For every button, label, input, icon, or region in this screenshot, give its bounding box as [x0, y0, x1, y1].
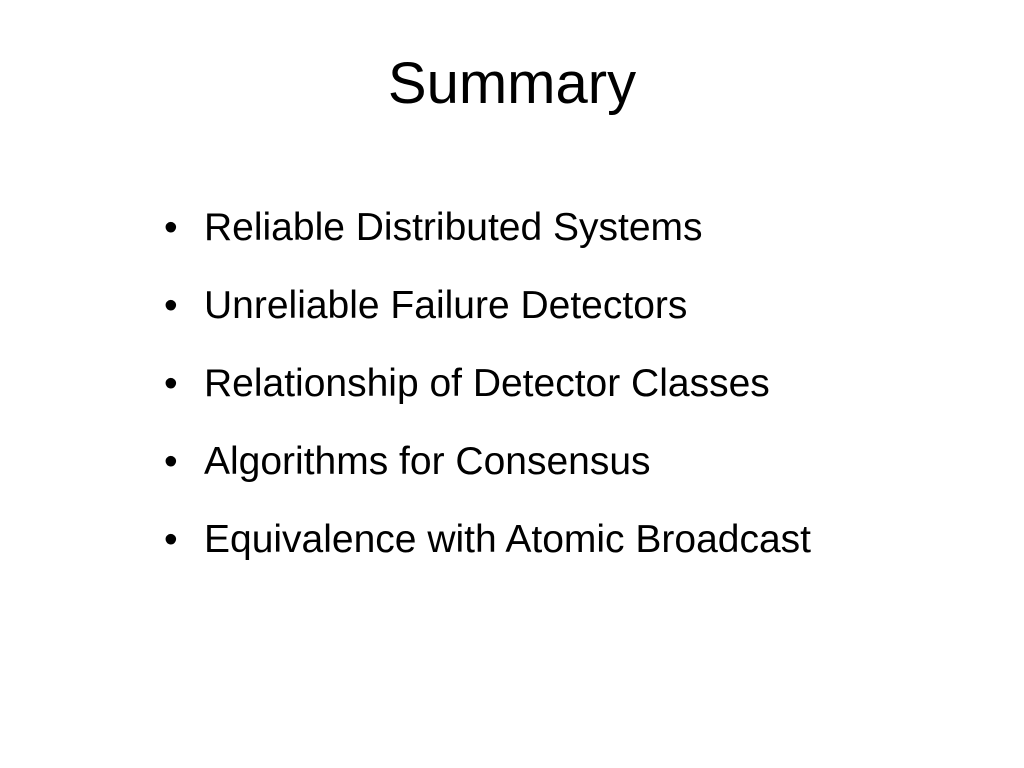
bullet-item-algorithms-for-consensus: • Algorithms for Consensus [164, 430, 811, 508]
bullet-text: Algorithms for Consensus [204, 440, 651, 483]
bullet-text: Equivalence with Atomic Broadcast [204, 518, 811, 561]
bullet-icon: • [164, 206, 178, 249]
bullet-item-reliable-distributed-systems: • Reliable Distributed Systems [164, 196, 811, 274]
bullet-list: • Reliable Distributed Systems • Unrelia… [164, 196, 811, 586]
bullet-text: Reliable Distributed Systems [204, 206, 703, 249]
bullet-icon: • [164, 440, 178, 483]
bullet-text: Relationship of Detector Classes [204, 362, 770, 405]
bullet-text: Unreliable Failure Detectors [204, 284, 688, 327]
slide-title: Summary [387, 51, 637, 116]
bullet-item-relationship-of-detector-classes: • Relationship of Detector Classes [164, 352, 811, 430]
bullet-icon: • [164, 518, 178, 561]
bullet-icon: • [164, 284, 178, 327]
bullet-icon: • [164, 362, 178, 405]
bullet-item-equivalence-with-atomic-broadcast: • Equivalence with Atomic Broadcast [164, 508, 811, 586]
bullet-item-unreliable-failure-detectors: • Unreliable Failure Detectors [164, 274, 811, 352]
